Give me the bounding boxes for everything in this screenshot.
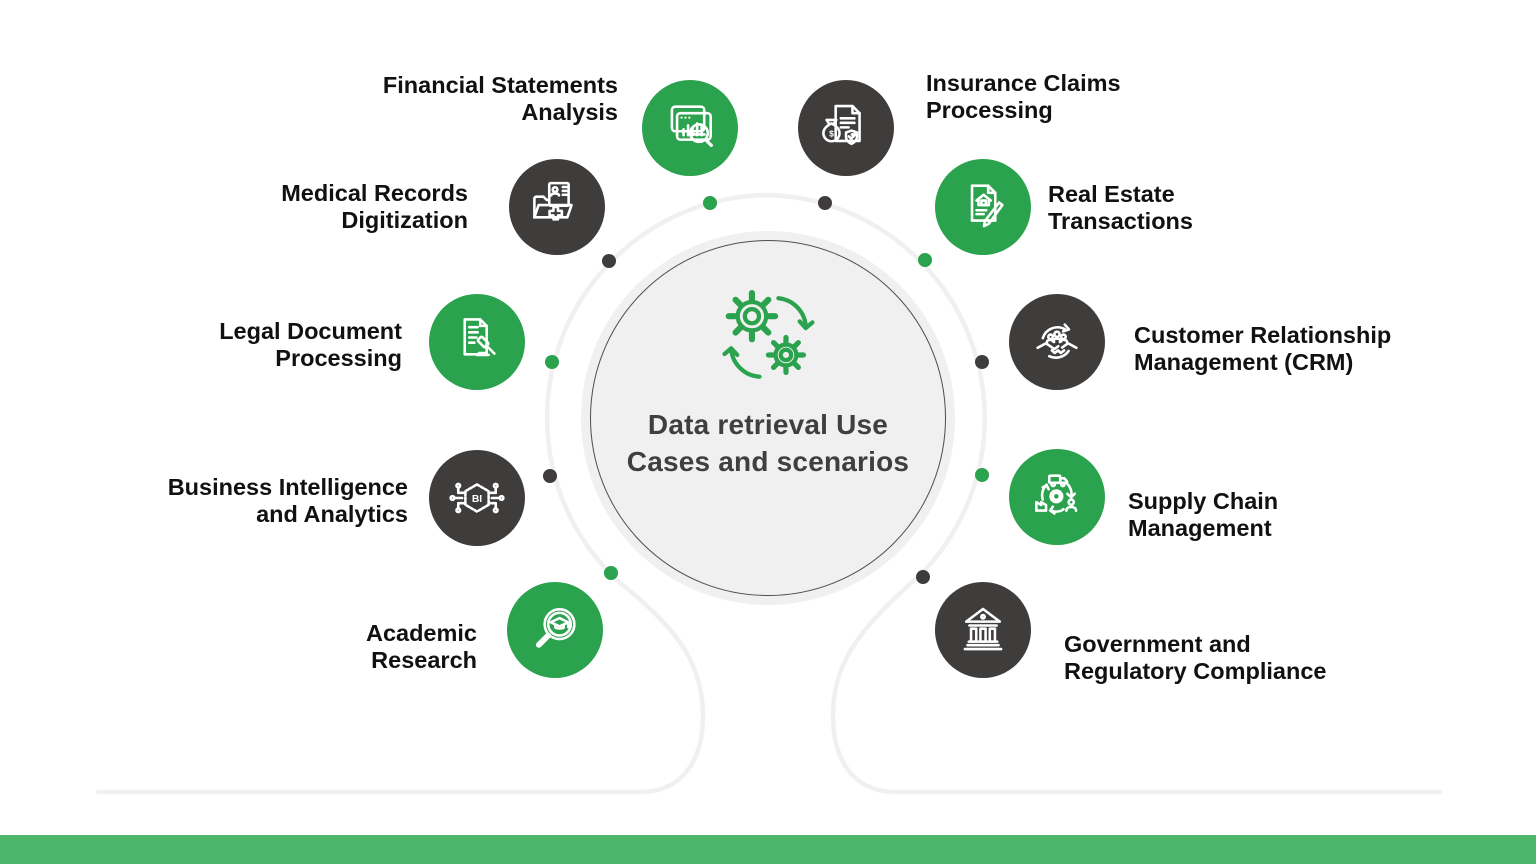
center-hub: Data retrieval Use Cases and scenarios xyxy=(581,231,955,605)
label-academic-research: Academic Research xyxy=(365,620,477,673)
node-academic-research xyxy=(507,582,603,678)
label-government-compliance: Government and Regulatory Compliance xyxy=(1064,631,1327,684)
connector-dot xyxy=(818,196,832,210)
bottom-accent-bar xyxy=(0,835,1536,864)
node-real-estate-transactions xyxy=(935,159,1031,255)
label-legal-document-processing: Legal Document Processing xyxy=(219,318,402,371)
left-stem-curve xyxy=(95,579,706,795)
label-supply-chain-management: Supply Chain Management xyxy=(1128,488,1279,541)
graduation-magnifier-icon xyxy=(535,608,576,648)
connector-dot xyxy=(703,196,717,210)
node-insurance-claims-processing: $ xyxy=(798,80,894,176)
node-medical-records-digitization xyxy=(509,159,605,255)
supply-cycle-icon xyxy=(1035,474,1078,515)
connector-dot xyxy=(543,469,557,483)
label-financial-statements-analysis: Financial Statements Analysis xyxy=(382,72,618,125)
insurance-claim-icon: $ xyxy=(822,104,861,146)
property-contract-icon xyxy=(970,184,1004,228)
connector-dot xyxy=(604,566,618,580)
connector-dot xyxy=(975,355,989,369)
svg-text:$: $ xyxy=(829,128,834,138)
outer-ring-arc xyxy=(544,192,987,584)
connector-dot xyxy=(602,254,616,268)
node-government-regulatory-compliance xyxy=(935,582,1031,678)
right-stem-curve xyxy=(830,571,1443,795)
connector-dot xyxy=(918,253,932,267)
center-hub-outline xyxy=(590,240,946,596)
connector-dot xyxy=(975,468,989,482)
handshake-icon xyxy=(1036,323,1078,359)
label-real-estate-transactions: Real Estate Transactions xyxy=(1048,181,1193,234)
label-insurance-claims-processing: Insurance Claims Processing xyxy=(926,70,1121,123)
label-crm: Customer Relationship Management (CRM) xyxy=(1134,322,1392,375)
node-crm xyxy=(1009,294,1105,390)
medical-folder-icon xyxy=(533,181,573,221)
legal-gavel-document-icon xyxy=(463,318,496,357)
government-building-icon xyxy=(963,607,1003,651)
node-legal-document-processing xyxy=(429,294,525,390)
bi-chip-icon: BI xyxy=(449,482,505,514)
diagram-title: Data retrieval Use Cases and scenarios xyxy=(626,409,910,477)
node-supply-chain-management xyxy=(1009,449,1105,545)
connector-dot xyxy=(545,355,559,369)
node-financial-statements-analysis xyxy=(642,80,738,176)
connector-dot xyxy=(916,570,930,584)
chart-magnifier-icon xyxy=(670,105,713,148)
label-medical-records-digitization: Medical Records Digitization xyxy=(281,180,468,233)
node-business-intelligence-analytics: BI xyxy=(429,450,525,546)
svg-text:BI: BI xyxy=(472,494,482,505)
gears-sync-icon xyxy=(722,289,815,379)
label-business-intelligence: Business Intelligence and Analytics xyxy=(167,474,408,527)
